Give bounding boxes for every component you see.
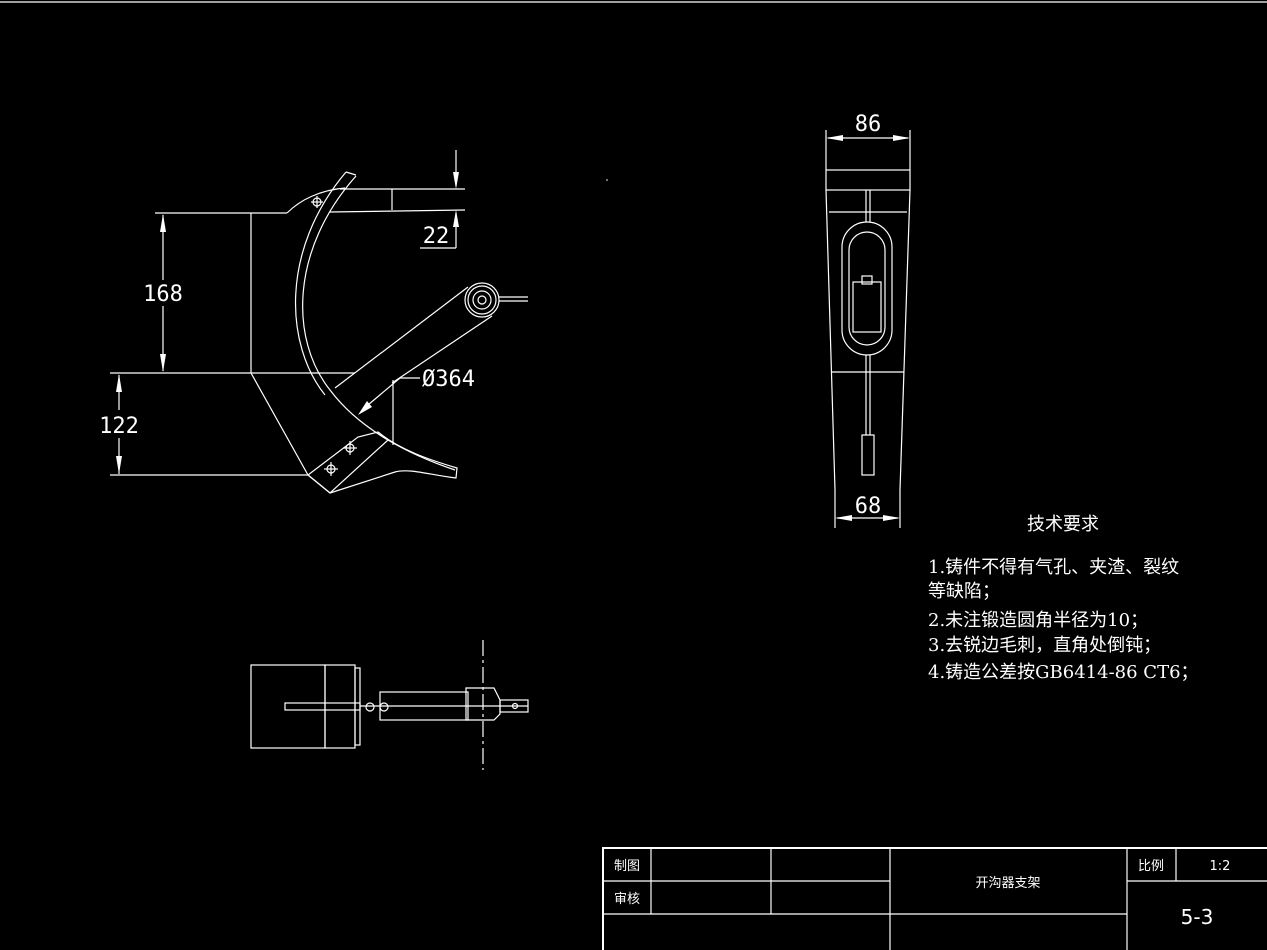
tech-line-2: 2.未注锻造圆角半径为10； [928,610,1148,631]
dim-22: 22 [423,224,450,249]
technical-requirements: 技术要求 1.铸件不得有气孔、夹渣、裂纹 等缺陷； 2.未注锻造圆角半径为10；… [928,514,1199,683]
tech-line-4: 4.铸造公差按GB6414-86 CT6； [928,662,1199,683]
part-name: 开沟器支架 [975,876,1040,891]
tech-line-1b: 等缺陷； [928,581,1000,602]
scale-label: 比例 [1138,859,1164,874]
scale-value: 1:2 [1210,859,1231,874]
drawing-number: 5-3 [1181,905,1214,929]
stray-point [606,179,608,181]
tech-line-1: 1.铸件不得有气孔、夹渣、裂纹 [928,557,1179,578]
dim-122: 122 [99,414,139,439]
side-view: 168 122 22 Ø364 [99,150,528,494]
top-view [250,640,529,770]
checked-by-label: 审核 [614,892,640,907]
dim-86: 86 [855,112,882,137]
title-block: 制图 审核 开沟器支架 比例 1:2 5-3 [602,847,1267,950]
dim-diameter-364: Ø364 [422,367,475,392]
drawn-by-label: 制图 [614,859,640,874]
dim-68: 68 [855,494,882,519]
tech-line-3: 3.去锐边毛刺，直角处倒钝； [928,635,1161,656]
dim-168: 168 [143,282,183,307]
tech-title: 技术要求 [1027,514,1099,535]
front-view: 86 68 [825,112,911,528]
